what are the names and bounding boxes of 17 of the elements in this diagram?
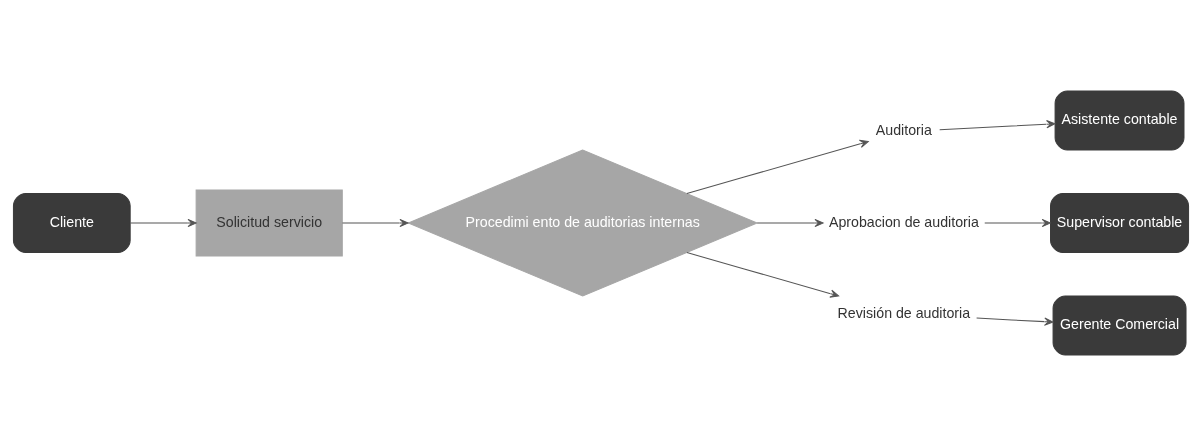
node-box: Cliente <box>12 193 131 253</box>
arrow <box>686 252 840 298</box>
arrow <box>341 218 409 228</box>
arrow <box>129 218 197 228</box>
arrow <box>756 218 824 228</box>
node-box: Gerente Comercial <box>1052 295 1187 356</box>
node-text: Auditoria <box>875 122 932 139</box>
node-diamond: Procedimi ento de auditorias internas <box>407 149 759 297</box>
arrow <box>939 120 1056 131</box>
node-text: Aprobacion de auditoria <box>828 213 979 230</box>
node-box: Solicitud servicio <box>195 189 343 257</box>
arrow <box>686 139 869 194</box>
arrow <box>976 317 1054 326</box>
node-text: Revisión de auditoria <box>837 305 971 322</box>
node-box: Asistente contable <box>1054 90 1185 151</box>
node-box: Supervisor contable <box>1050 193 1190 253</box>
arrow <box>984 218 1051 228</box>
